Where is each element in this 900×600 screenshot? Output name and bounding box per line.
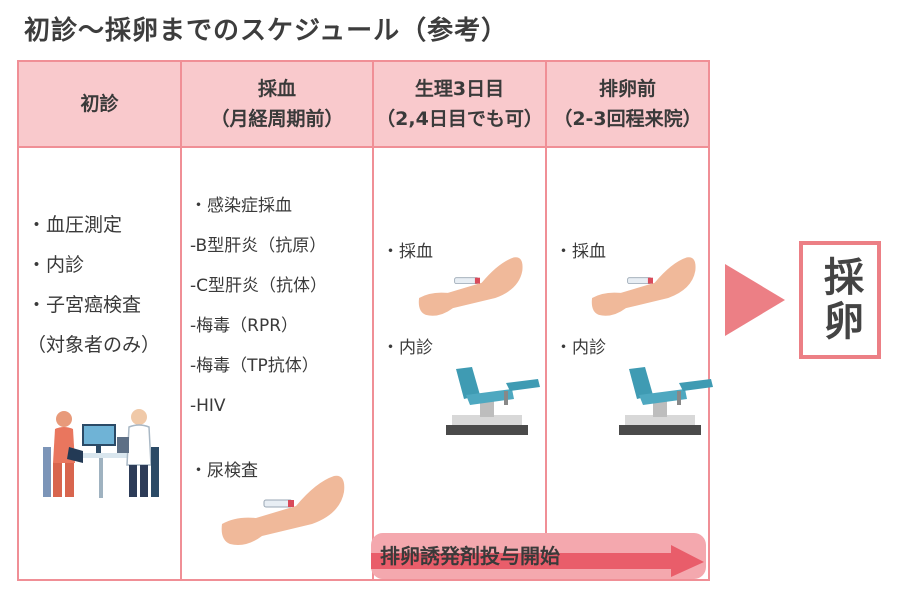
- egg-retrieval-box: 採卵: [799, 241, 881, 359]
- list-item: ・内診: [27, 254, 85, 276]
- urine-test: ・尿検査: [190, 451, 370, 491]
- column-first-visit: 初診 ・血圧測定 ・内診 ・子宮癌検査 （対象者のみ）: [19, 62, 182, 579]
- header-sublabel: （2-3回程来院）: [553, 108, 702, 130]
- exam-chair-icon: [619, 367, 713, 435]
- list-item: -梅毒（RPR）: [190, 316, 299, 336]
- header-day3: 生理3日目 （2,4日目でも可）: [374, 62, 545, 148]
- ovulation-induction-label: 排卵誘発剤投与開始: [380, 544, 560, 568]
- header-label: 生理3日目: [414, 78, 505, 100]
- list-item: ・内診: [382, 338, 433, 358]
- day3-exam: ・内診: [382, 328, 543, 368]
- list-item: ・血圧測定: [27, 214, 123, 236]
- arm-blood-draw-icon: [221, 475, 345, 545]
- pre-ovulation-blood: ・採血: [555, 232, 706, 272]
- list-item: ・尿検査: [190, 461, 258, 481]
- list-item: ・採血: [555, 242, 606, 262]
- column-pre-ovulation: 排卵前 （2-3回程来院） ・採血 ・内診: [547, 62, 713, 579]
- header-blood-test: 採血 （月経周期前）: [182, 62, 372, 148]
- list-item: ・内診: [555, 338, 606, 358]
- list-item: ・採血: [382, 242, 433, 262]
- exam-chair-icon: [446, 367, 540, 435]
- list-item: ・子宮癌検査: [27, 294, 142, 316]
- list-item: -HIV: [190, 396, 226, 416]
- column-blood-test: 採血 （月経周期前） ・感染症採血 -B型肝炎（抗原） -C型肝炎（抗体） -梅…: [182, 62, 374, 579]
- ovulation-induction-arrow: [371, 533, 706, 579]
- list-item: -C型肝炎（抗体）: [190, 276, 328, 296]
- consultation-illustration: [43, 409, 159, 498]
- list-item: ・感染症採血: [190, 196, 292, 216]
- arm-blood-draw-icon: [591, 257, 696, 316]
- schedule-table: 初診 ・血圧測定 ・内診 ・子宮癌検査 （対象者のみ）: [17, 60, 713, 581]
- first-visit-list: ・血圧測定 ・内診 ・子宮癌検査 （対象者のみ）: [27, 205, 178, 365]
- arm-blood-draw-icon: [418, 257, 523, 316]
- header-label: 採血: [257, 78, 296, 100]
- header-label: 排卵前: [598, 78, 656, 100]
- day3-blood: ・採血: [382, 232, 543, 272]
- header-pre-ovulation: 排卵前 （2-3回程来院）: [547, 62, 708, 148]
- header-first-visit: 初診: [19, 62, 180, 148]
- next-step-arrow-icon: [725, 264, 785, 336]
- egg-retrieval-label: 採卵: [817, 256, 863, 344]
- header-label: 初診: [80, 93, 119, 115]
- header-sublabel: （月経周期前）: [210, 108, 344, 130]
- page-title: 初診〜採卵までのスケジュール（参考）: [24, 16, 509, 46]
- column-day3: 生理3日目 （2,4日目でも可） ・採血 ・内診: [374, 62, 547, 579]
- list-item: -梅毒（TP抗体）: [190, 356, 319, 376]
- list-item: （対象者のみ）: [27, 334, 161, 356]
- blood-test-list: ・感染症採血 -B型肝炎（抗原） -C型肝炎（抗体） -梅毒（RPR） -梅毒（…: [190, 186, 370, 426]
- pre-ovulation-exam: ・内診: [555, 328, 706, 368]
- list-item: -B型肝炎（抗原）: [190, 236, 327, 256]
- header-sublabel: （2,4日目でも可）: [376, 108, 543, 130]
